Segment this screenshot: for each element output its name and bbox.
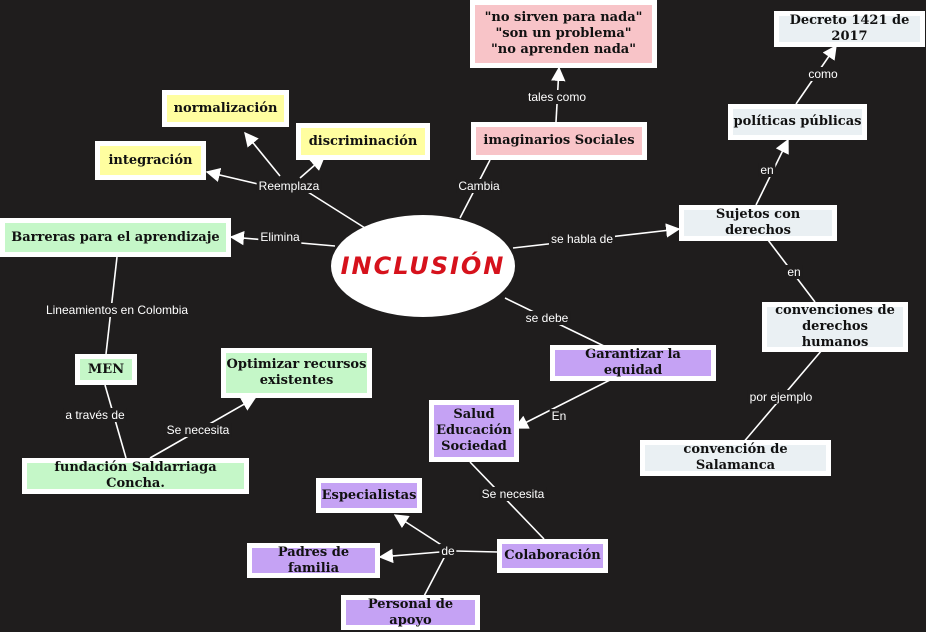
node-equidad-label: Garantizar la equidad [555,347,711,378]
link-label-en-convenciones: en [785,265,803,279]
line-equidad-salud [513,379,611,429]
node-sujetos-derechos[interactable]: Sujetos con derechos [679,205,837,241]
link-label-de: de [439,544,457,558]
node-barreras[interactable]: Barreras para el aprendizaje [0,218,231,257]
link-label-se-necesita-colaboracion: Se necesita [479,487,547,501]
node-salud-educacion-sociedad[interactable]: Salud Educación Sociedad [429,400,519,462]
node-optimizar-label: Optimizar recursos existentes [226,353,367,393]
node-personal-apoyo[interactable]: Personal de apoyo [341,595,480,630]
node-convenciones[interactable]: convenciones de derechos humanos [762,302,908,352]
line-reemplaza-normalizacion [244,131,281,177]
node-imaginarios-label: imaginarios Sociales [476,127,642,155]
node-men-label: MEN [80,359,132,380]
node-convenciones-label: convenciones de derechos humanos [767,303,903,350]
node-optimizar[interactable]: Optimizar recursos existentes [221,348,372,398]
node-colaboracion[interactable]: Colaboración [497,539,608,573]
node-normalizacion-label: normalización [167,95,284,122]
node-politicas-label: políticas públicas [733,109,862,135]
line-reemplaza-discriminacion [299,156,326,179]
center-node-inclusion[interactable]: INCLUSIÓN [331,215,515,317]
link-label-se-debe: se debe [523,311,571,325]
node-no-sirven-label: "no sirven para nada" "son un problema" … [475,5,652,63]
link-label-en-salud: En [549,409,569,423]
node-integracion-label: integración [100,146,201,175]
link-label-como: como [806,67,840,81]
node-imaginarios-sociales[interactable]: imaginarios Sociales [471,122,647,160]
link-label-se-habla-de: se habla de [548,232,616,246]
link-label-tales-como: tales como [525,90,589,104]
node-normalizacion[interactable]: normalización [162,90,289,127]
node-padres-label: Padres de familia [252,545,375,576]
node-saldarriaga-label: fundación Saldarriaga Concha. [27,460,244,491]
node-men[interactable]: MEN [75,354,137,385]
link-label-a-traves-de: a través de [63,408,127,422]
node-discriminacion-label: discriminación [301,128,425,155]
line-center-reemplaza [299,186,366,229]
node-no-sirven[interactable]: "no sirven para nada" "son un problema" … [470,0,657,68]
link-label-cambia: Cambia [456,179,502,193]
node-saldarriaga[interactable]: fundación Saldarriaga Concha. [22,458,249,494]
line-de-personal [421,555,446,601]
node-barreras-label: Barreras para el aprendizaje [5,223,226,252]
line-colaboracion-de [455,550,499,553]
line-de-padres [378,548,441,564]
node-especialistas-label: Especialistas [321,483,417,508]
node-sujetos-label: Sujetos con derechos [684,207,832,238]
node-decreto[interactable]: Decreto 1421 de 2017 [774,11,925,47]
link-label-elimina: Elimina [258,230,302,244]
node-colaboracion-label: Colaboración [502,544,603,568]
node-especialistas[interactable]: Especialistas [316,478,422,513]
node-personal-label: Personal de apoyo [346,597,475,628]
node-salud-label: Salud Educación Sociedad [434,405,514,457]
node-discriminacion[interactable]: discriminación [296,123,430,160]
link-label-reemplaza: Reemplaza [256,179,322,193]
node-padres-familia[interactable]: Padres de familia [247,543,380,578]
node-equidad[interactable]: Garantizar la equidad [550,345,716,381]
link-label-en-politicas: en [758,163,776,177]
node-politicas-publicas[interactable]: políticas públicas [728,104,867,140]
line-reemplaza-integracion [205,167,259,185]
link-label-lineamientos: Lineamientos en Colombia [43,303,191,317]
link-label-se-necesita-optimizar: Se necesita [164,423,232,437]
line-de-especialistas [393,514,444,547]
link-label-por-ejemplo: por ejemplo [747,390,815,404]
node-decreto-label: Decreto 1421 de 2017 [779,13,920,44]
node-salamanca-label: convención de Salamanca [645,442,826,473]
node-integracion[interactable]: integración [95,141,206,180]
node-salamanca[interactable]: convención de Salamanca [640,440,831,476]
center-label: INCLUSIÓN [340,252,506,280]
